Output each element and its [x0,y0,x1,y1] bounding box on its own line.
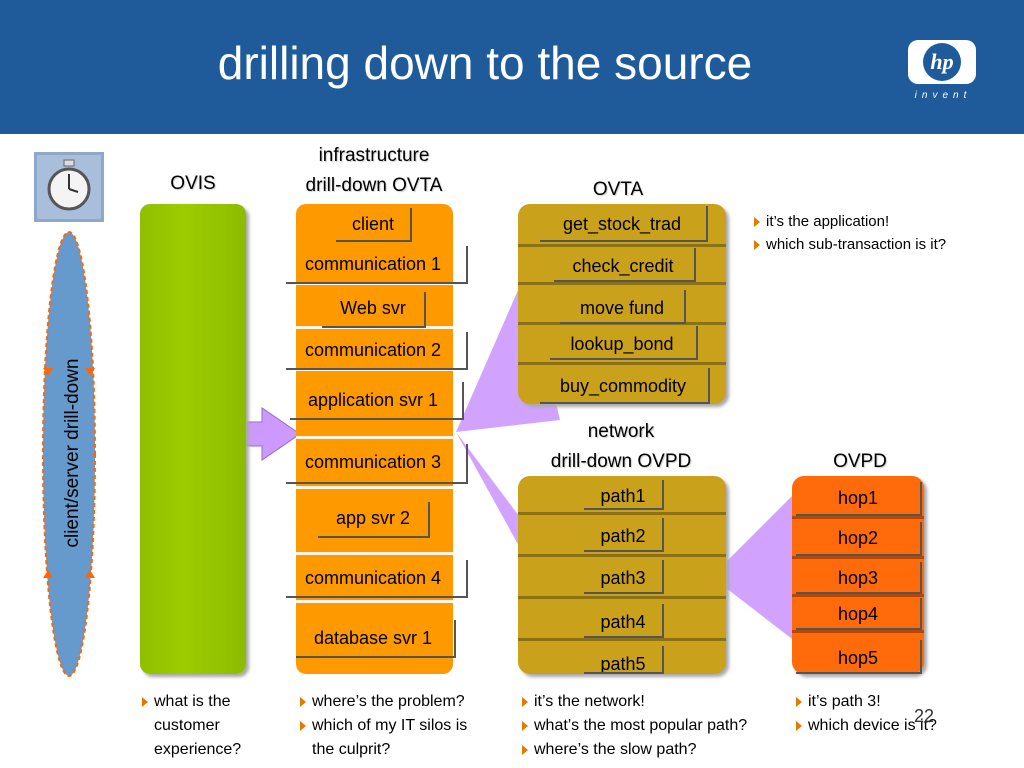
infra-item-web-svr: Web svr [340,298,406,318]
note-item-cont: customer [154,717,220,734]
ovta-item-bracket [540,206,708,242]
infra-separator [296,436,453,439]
path-item-bracket [584,560,664,594]
ovpd-separator [792,630,924,633]
infra-separator [296,552,453,555]
hop-item-bracket [796,598,922,630]
infra-item-bracket [336,208,412,242]
path-item-bracket [584,518,664,552]
note-item: which of my IT silos is [300,714,467,738]
note-item: which device is it? [796,714,937,738]
network-separator [518,638,726,641]
hop-item-4: hop4 [837,604,879,624]
note-item-cont: experience? [154,741,242,758]
note-item: it’s path 3! [796,690,937,714]
note-item: which sub-transaction is it? [754,233,946,256]
stopwatch-icon [34,152,104,222]
infra-notes: where’s the problem? which of my IT silo… [300,690,467,762]
hop-item-5: hop5 [837,648,879,668]
page-number: 22 [914,706,935,726]
note-item: where’s the problem? [300,690,467,714]
ovpd-separator [792,516,924,519]
path-item-bracket [584,646,664,674]
ovpd-notes: it’s path 3! which device is it? [796,690,937,738]
network-notes: it’s the network! what’s the most popula… [522,690,747,762]
ovta-separator [518,282,726,285]
ovta-item-buy-commodity: buy_commodity [559,376,687,396]
path-item-3: path3 [600,568,646,588]
header-bar [0,0,1024,134]
infra-item-bracket [286,444,468,484]
network-separator [518,596,726,599]
slide-title: drilling down to the source [217,37,753,89]
ovta-separator [518,244,726,247]
infra-item-application-svr-1: application svr 1 [307,390,439,410]
ovpd-title: OVPD [833,451,887,472]
ovta-item-get-stock-trad: get_stock_trad [562,214,682,234]
path-item-bracket [584,480,664,510]
network-separator [518,512,726,515]
hop-item-bracket [796,482,922,516]
infra-separator [296,486,453,489]
hop-item-bracket [796,640,922,674]
path-item-2: path2 [600,526,646,546]
ovpd-separator [792,594,924,597]
hp-logo-mark: hp [930,49,953,74]
infra-item-bracket [286,246,468,284]
note-item: it’s the application! [754,210,946,233]
infra-item-bracket [296,620,456,658]
hop-item-2: hop2 [837,528,879,548]
infra-title-line2: drill-down OVTA [305,175,443,196]
note-item: it’s the network! [522,690,747,714]
ovpd-panel [792,476,924,674]
logo-tagline: invent [914,90,972,101]
hop-item-1: hop1 [837,488,879,508]
ovta-title: OVTA [592,179,644,200]
ovta-item-move-fund: move fund [579,298,665,318]
ovta-item-bracket [550,326,698,360]
ovta-item-check-credit: check_credit [572,256,674,276]
infra-item-database-svr-1: database svr 1 [313,628,433,648]
client-server-band [42,231,96,677]
infra-item-communication-3: communication 3 [304,452,442,472]
network-title-line2: drill-down OVPD [550,451,692,472]
infra-item-communication-4: communication 4 [304,568,442,588]
infra-item-bracket [290,382,464,420]
note-item: what’s the most popular path? [522,714,747,738]
path-item-4: path4 [600,612,646,632]
hop-item-bracket [796,522,922,556]
ovta-item-bracket [560,290,686,324]
path-item-bracket [584,604,664,638]
hop-item-3: hop3 [837,568,879,588]
ovta-separator [518,362,726,365]
path-item-5: path5 [600,654,646,674]
ovta-item-bracket [554,248,696,282]
infra-item-bracket [318,502,430,538]
hp-logo: hp [908,40,976,84]
ovpd-separator [792,556,924,559]
ovis-bar [140,204,246,674]
ovta-item-bracket [540,368,710,404]
note-item-cont: the culprit? [312,741,391,758]
network-title-line1: network [587,421,655,442]
infra-item-bracket [286,560,468,598]
ovta-item-lookup-bond: lookup_bond [570,334,674,354]
infra-item-communication-1: communication 1 [304,254,442,274]
path-item-1: path1 [600,486,646,506]
infra-title-line1: infrastructure [318,145,430,166]
infra-item-client: client [351,214,395,234]
infra-item-communication-2: communication 2 [304,340,442,360]
hop-item-bracket [796,562,922,594]
infra-item-bracket [322,292,426,328]
ovis-notes: what is the customer experience? [142,690,241,762]
infra-item-app-svr-2: app svr 2 [335,508,411,528]
note-item: what is the [142,690,241,714]
network-separator [518,554,726,557]
infra-item-bracket [286,332,468,370]
ovta-notes: it’s the application! which sub-transact… [754,210,946,256]
ovis-title: OVIS [170,173,216,194]
note-item: where’s the slow path? [522,738,747,762]
infra-separator [296,600,453,603]
ovta-panel [518,204,726,404]
